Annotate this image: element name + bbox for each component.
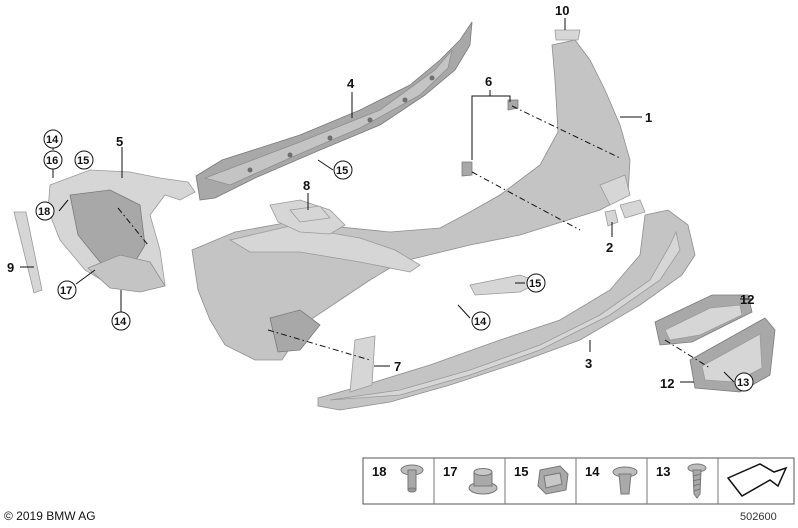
legend-number-18: 18 (372, 464, 386, 479)
bumper-carrier (195, 21, 473, 201)
left-bracket-assembly (13, 169, 196, 294)
callout-1: 1 (645, 110, 652, 125)
torx-screw-icon (687, 463, 707, 499)
callout-14-a: 14 (46, 134, 59, 146)
copyright-text: © 2019 BMW AG (4, 509, 96, 523)
callout-9: 9 (7, 260, 14, 275)
legend-number-14: 14 (585, 464, 600, 479)
callout-7: 7 (394, 359, 401, 374)
spring-nut-clip-icon (537, 465, 569, 495)
callout-5: 5 (116, 134, 123, 149)
diagram-id: 502600 (740, 511, 777, 523)
assembly-lines (117, 105, 711, 369)
flange-nut-icon (468, 468, 498, 495)
expanding-rivet-icon (612, 466, 638, 495)
callout-2: 2 (606, 240, 613, 255)
callout-6: 6 (485, 74, 492, 89)
circled-callouts: 14 16 15 18 17 14 15 14 15 13 (35, 129, 754, 392)
legend-number-17: 17 (443, 464, 457, 479)
callout-15-c: 15 (529, 278, 541, 290)
legend-number-13: 13 (656, 464, 670, 479)
small-parts (289, 29, 646, 393)
callout-3: 3 (585, 356, 592, 371)
callout-17: 17 (60, 285, 72, 297)
callout-18: 18 (38, 206, 50, 218)
callout-15-a: 15 (77, 155, 89, 167)
callout-13: 13 (737, 377, 749, 389)
fastener-legend: 18 17 15 14 13 (362, 457, 795, 505)
legend-number-15: 15 (514, 464, 528, 479)
push-nut-washer-icon (400, 464, 424, 493)
callout-8: 8 (303, 178, 310, 193)
callout-12-top: 12 (740, 292, 754, 307)
callout-numbers: 1 2 3 4 5 6 7 8 9 10 12 12 (7, 3, 754, 391)
direction-arrow-icon (726, 463, 788, 497)
callout-14-c: 14 (474, 316, 487, 328)
callout-16: 16 (46, 155, 58, 167)
callout-10: 10 (555, 3, 569, 18)
callout-12-bottom: 12 (660, 376, 674, 391)
license-plate-brackets (654, 294, 776, 393)
callout-4: 4 (347, 76, 355, 91)
callout-14-b: 14 (114, 316, 127, 328)
callout-15-b: 15 (336, 165, 348, 177)
